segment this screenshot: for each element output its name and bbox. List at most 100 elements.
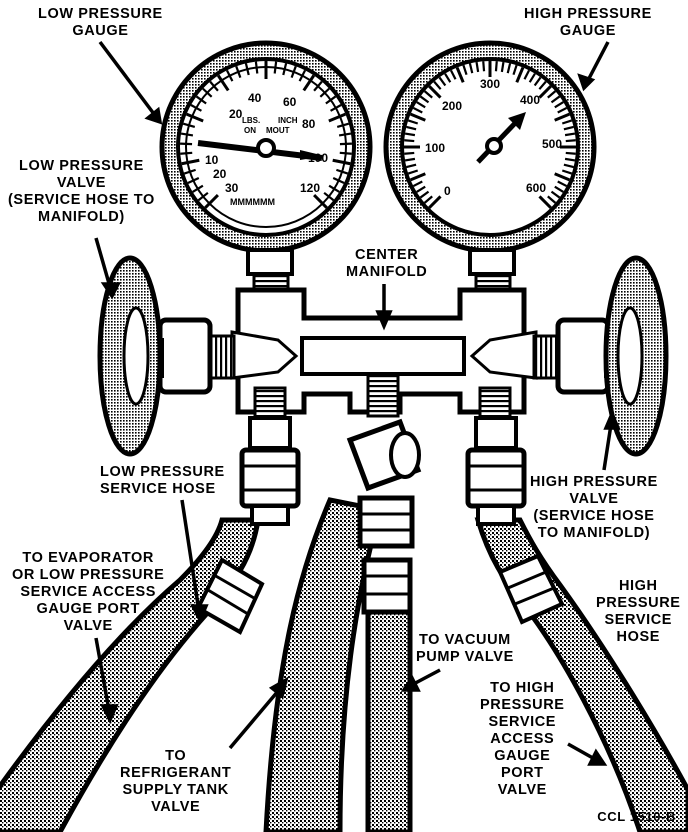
gauge-tick (538, 85, 552, 99)
gauge-tick (180, 151, 193, 155)
gauge-tick (412, 106, 423, 114)
gauge-tick (538, 80, 547, 90)
gauge-tick (565, 151, 576, 155)
gauge-tick (423, 195, 433, 204)
gauge-tick (528, 73, 536, 83)
gauge-tick (561, 169, 573, 175)
gauge-tick (185, 112, 204, 123)
gauge-tick (332, 158, 351, 166)
gauge-tick (512, 64, 518, 76)
gauge-tick (197, 191, 209, 202)
high-scale-label: 400 (520, 93, 540, 107)
gauge-tick (325, 95, 337, 105)
low-gauge-pivot (256, 138, 276, 158)
gauge-tick (404, 157, 416, 162)
gauge-tick (282, 63, 288, 76)
gauge-tick (561, 119, 573, 125)
low-scale-label: 20 (229, 107, 243, 121)
gauge-tick (180, 132, 194, 137)
svg-text:MOUT: MOUT (266, 126, 290, 135)
high-pressure-service-hose (474, 517, 688, 832)
gauge-tick (290, 65, 297, 78)
low-scale-label: 10 (205, 153, 219, 167)
manifold-body (208, 287, 560, 422)
gauge-tick (554, 101, 564, 109)
gauge-tick (523, 69, 531, 80)
low-gauge-scale: 10 20 40 60 80 100 120 20 30 (205, 91, 328, 195)
svg-text:LBS.: LBS. (242, 116, 260, 125)
gauge-tick (225, 69, 234, 82)
low-scale-label: 30 (225, 181, 239, 195)
gauge-tick (336, 122, 350, 128)
gauge-tick (449, 69, 457, 80)
gauge-tick (547, 195, 557, 204)
gauge-tick (216, 74, 230, 92)
high-gauge-scale: 0 100 200 300 400 500 600 (425, 77, 562, 198)
gauge-tick (313, 80, 323, 92)
gauge-tick (192, 184, 204, 193)
gauge-tick (416, 185, 426, 193)
center-tee-fitting (346, 418, 422, 615)
high-pressure-valve-handwheel (555, 255, 669, 457)
gauge-tick (563, 125, 574, 131)
high-scale-label: 100 (425, 141, 445, 155)
gauge-tick (190, 104, 202, 112)
low-scale-label: 80 (302, 117, 316, 131)
gauge-tick (339, 151, 352, 155)
gauge-tick (550, 190, 561, 199)
gauge-tick (273, 61, 278, 74)
gauge-tick (313, 194, 328, 209)
high-scale-label: 0 (444, 184, 451, 198)
gauge-tick (538, 195, 552, 209)
gauge-tick (404, 132, 416, 137)
figure-id: CCL 1510-B (597, 809, 676, 824)
label-high-pressure-service-hose: HIGH PRESSURE SERVICE HOSE (596, 578, 681, 645)
gauge-tick (183, 168, 196, 175)
label-vacuum-pump: TO VACUUM PUMP VALVE (416, 632, 514, 665)
gauge-tick (506, 63, 512, 74)
high-hose-crimp-ferrule (497, 553, 565, 625)
label-low-pressure-service-hose: LOW PRESSURE SERVICE HOSE (100, 464, 225, 497)
gauge-tick (468, 63, 474, 74)
leader-lines (94, 40, 621, 766)
gauge-tick (209, 80, 219, 92)
gauge-tick (515, 66, 525, 83)
gauge-tick (494, 61, 498, 72)
leader-low-hose (180, 499, 202, 619)
gauge-tick (404, 151, 415, 155)
gauge-tick (328, 184, 340, 193)
gauge-tick (564, 157, 576, 162)
gauge-tick (563, 163, 574, 169)
gauge-tick (547, 90, 557, 99)
low-hose-crimp-ferrule (195, 557, 265, 635)
gauge-tick (336, 168, 349, 175)
high-scale-label: 200 (442, 99, 462, 113)
gauge-tick (404, 139, 415, 143)
gauge-tick (554, 112, 571, 122)
gauge-tick (550, 95, 561, 104)
gauge-tick (195, 95, 207, 105)
high-scale-label: 500 (542, 137, 562, 151)
gauge-tick (455, 66, 465, 83)
label-high-access-valve: TO HIGH PRESSURE SERVICE ACCESS GAUGE PO… (480, 680, 565, 798)
gauge-tick (419, 95, 430, 104)
gauge-tick (204, 194, 219, 209)
gauge-tick (482, 61, 486, 72)
high-gauge-pivot (485, 137, 503, 155)
gauge-tick (254, 61, 259, 74)
gauge-tick (438, 76, 447, 87)
gauge-tick (409, 112, 426, 122)
gauge-tick (182, 122, 196, 128)
low-scale-label: 60 (283, 95, 297, 109)
svg-text:ON: ON (244, 126, 256, 135)
gauge-tick (409, 172, 426, 182)
label-high-pressure-valve: HIGH PRESSURE VALVE (SERVICE HOSE TO MAN… (530, 474, 658, 541)
gauge-tick (244, 63, 250, 76)
vacuum-pump-hose (365, 607, 413, 832)
gauge-tick (433, 80, 442, 90)
refrigerant-supply-hose (263, 497, 384, 832)
high-scale-label: 300 (480, 77, 500, 91)
low-scale-label: 20 (213, 167, 227, 181)
